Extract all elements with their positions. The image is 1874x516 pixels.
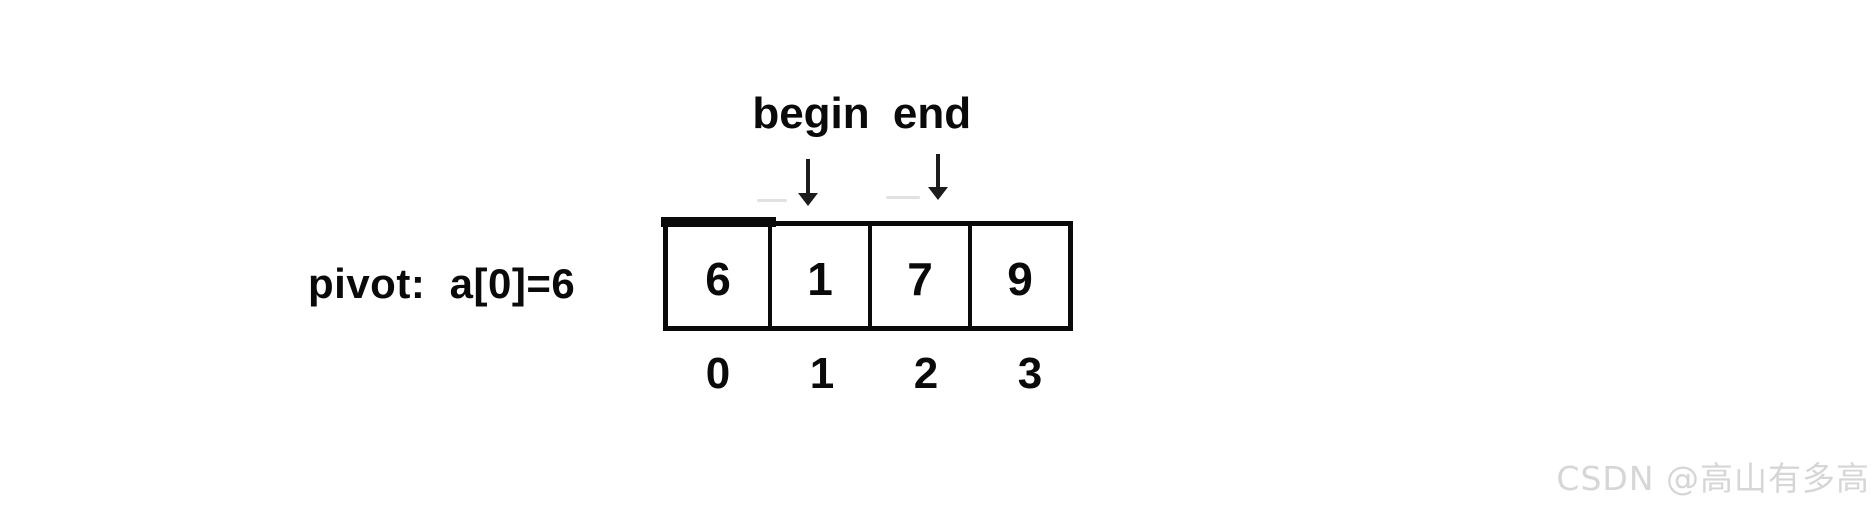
begin-arrow-down-icon bbox=[798, 159, 818, 206]
array-cell: 7 bbox=[868, 226, 968, 326]
index-label: 0 bbox=[705, 349, 731, 398]
begin-pointer-label: begin bbox=[752, 89, 870, 138]
array-box: 6 1 7 9 bbox=[663, 221, 1073, 331]
erased-mark bbox=[757, 199, 787, 202]
pivot-label: pivot: a[0]=6 bbox=[308, 260, 576, 307]
array-cell: 6 bbox=[705, 253, 731, 305]
csdn-watermark: CSDN @高山有多高 bbox=[1556, 459, 1870, 498]
end-pointer-label: end bbox=[892, 89, 972, 138]
end-arrow-down-icon bbox=[928, 154, 948, 200]
erased-mark bbox=[886, 196, 920, 199]
index-label: 3 bbox=[1017, 349, 1043, 398]
array-cell: 1 bbox=[768, 226, 868, 326]
index-label: 1 bbox=[809, 349, 835, 398]
pivot-cell-highlight-bar bbox=[661, 217, 776, 227]
index-label: 2 bbox=[913, 349, 939, 398]
array-cell: 9 bbox=[968, 226, 1068, 326]
